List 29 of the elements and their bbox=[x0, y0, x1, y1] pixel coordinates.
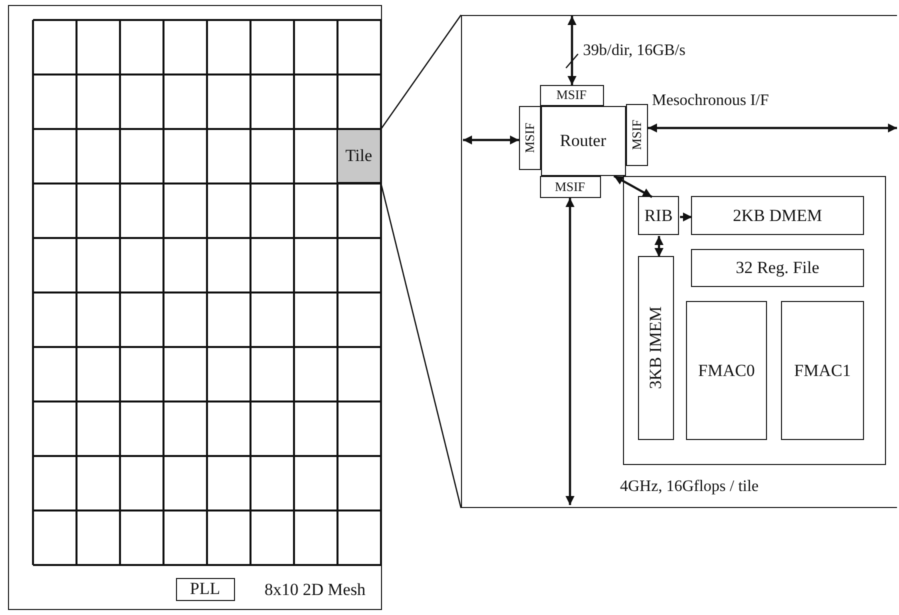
spec-label: 4GHz, 16Gflops / tile bbox=[620, 478, 759, 496]
msif-block: MSIF bbox=[540, 84, 604, 106]
mesh-label: 8x10 2D Mesh bbox=[264, 580, 366, 600]
imem-block: 3KB IMEM bbox=[638, 256, 674, 440]
edge-label: 39b/dir, 16GB/s bbox=[583, 42, 686, 60]
msif-block: MSIF bbox=[626, 104, 648, 166]
pll-block: PLL bbox=[176, 578, 234, 600]
arrow bbox=[565, 198, 575, 505]
msif-block: MSIF bbox=[518, 106, 540, 170]
arrow bbox=[680, 212, 692, 222]
chip-outline bbox=[8, 5, 382, 610]
zoom-line bbox=[380, 183, 462, 508]
rib-block: RIB bbox=[638, 196, 679, 235]
arrow bbox=[654, 236, 664, 257]
fmac-block: FMAC0 bbox=[686, 301, 767, 440]
dmem-block: 2KB DMEM bbox=[691, 196, 864, 235]
arrow bbox=[648, 123, 897, 133]
zoom-line bbox=[380, 14, 462, 130]
interface-label: Mesochronous I/F bbox=[652, 92, 769, 110]
fmac-block: FMAC1 bbox=[781, 301, 864, 440]
arrow bbox=[613, 175, 653, 198]
arrow bbox=[566, 16, 578, 85]
msif-block: MSIF bbox=[540, 176, 600, 198]
arrow bbox=[463, 135, 519, 145]
tile-cell: Tile bbox=[337, 128, 380, 183]
router-block: Router bbox=[540, 106, 626, 176]
tile-detail-panel bbox=[461, 15, 897, 508]
processing-core-box bbox=[622, 176, 886, 464]
register-file-block: 32 Reg. File bbox=[691, 249, 864, 287]
